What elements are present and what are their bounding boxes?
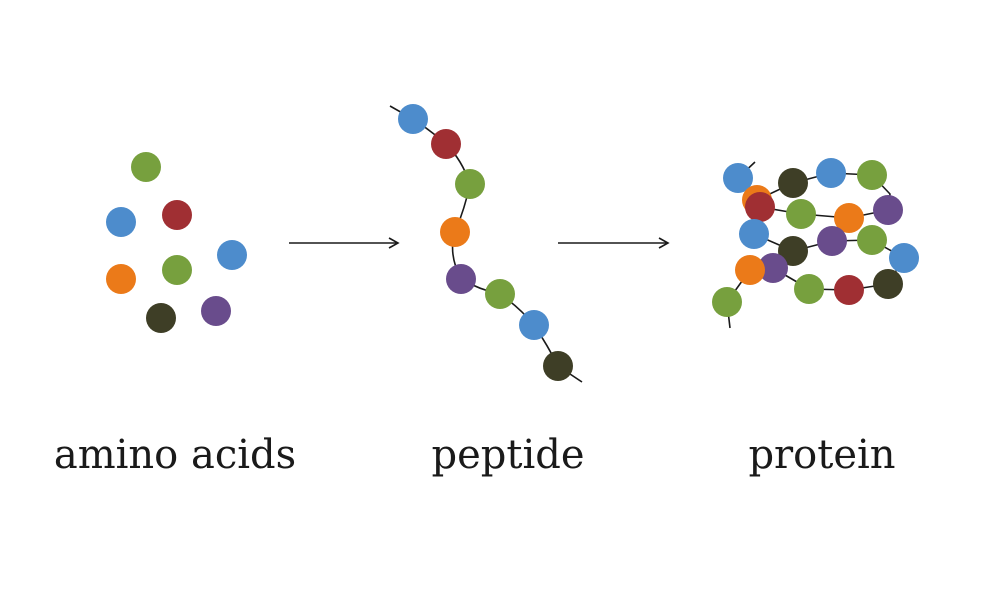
peptide-chain [389,104,583,383]
peptide-residue-green [455,169,485,199]
amino-acid-blue [217,240,247,270]
protein-residue-blue [739,219,769,249]
protein-residue-green [712,287,742,317]
protein-residue-green [786,199,816,229]
peptide-backbone [389,105,583,383]
protein-residue-green [857,160,887,190]
protein-residue-blue [723,163,753,193]
protein-residue-purple [873,195,903,225]
amino-acid-red [162,200,192,230]
amino-acid-green [162,255,192,285]
amino-acid-blue [106,207,136,237]
protein-residue-dark [778,236,808,266]
protein-residue-purple [758,253,788,283]
peptide-residue-dark [543,351,573,381]
peptide-residue-orange [440,217,470,247]
protein-residue-dark [873,269,903,299]
protein-residue-green [857,225,887,255]
peptide-residue-green [485,279,515,309]
protein-residue-blue [889,243,919,273]
arrow-1 [289,237,400,249]
peptide-label: peptide [431,432,585,478]
protein-residue-dark [778,168,808,198]
amino-acid-purple [201,296,231,326]
peptide-residue-red [431,129,461,159]
amino-acids-group [106,152,247,333]
protein-residue-red [834,275,864,305]
peptide-residue-purple [446,264,476,294]
protein-label: protein [748,432,896,478]
protein-residue-blue [816,158,846,188]
arrow-2 [558,237,670,249]
peptide-residue-blue [519,310,549,340]
protein-residue-red [745,192,775,222]
protein-folded [712,158,919,329]
protein-residue-purple [817,226,847,256]
protein-residue-green [794,274,824,304]
peptide-residue-blue [398,104,428,134]
amino-acid-green [131,152,161,182]
amino-acid-orange [106,264,136,294]
protein-residue-orange [834,203,864,233]
amino-acids-label: amino acids [53,432,297,478]
amino-acid-dark [146,303,176,333]
protein-residue-orange [735,255,765,285]
